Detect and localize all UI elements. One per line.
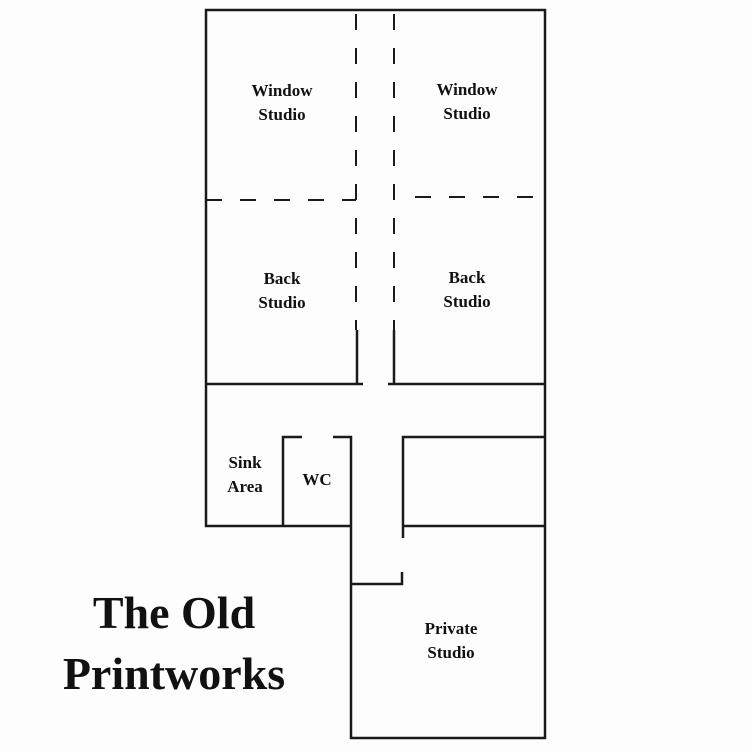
plan-title-line2: Printworks [63, 648, 285, 699]
room-label: Back [449, 268, 486, 287]
room-label: Private [425, 619, 478, 638]
room-label: Studio [443, 292, 490, 311]
wc-wall [281, 435, 302, 526]
dashed-partitions [206, 14, 545, 330]
room-label: Studio [427, 643, 474, 662]
side-room-wall [401, 435, 545, 538]
room-label: Studio [443, 104, 490, 123]
outer-wall [204, 8, 547, 740]
room-label: WC [302, 470, 331, 489]
walls [204, 8, 547, 740]
room-label: Window [436, 80, 498, 99]
room-label: Studio [258, 293, 305, 312]
room-label: Back [264, 269, 301, 288]
wc-wall-right [333, 435, 353, 526]
private-studio-door-wall [351, 572, 404, 586]
room-label: Studio [258, 105, 305, 124]
room-labels: Window Studio Window Studio Back Studio … [227, 80, 498, 662]
plan-title-line1: The Old [93, 587, 256, 638]
room-label: Area [227, 477, 263, 496]
room-label: Sink [228, 453, 262, 472]
room-label: Window [251, 81, 313, 100]
